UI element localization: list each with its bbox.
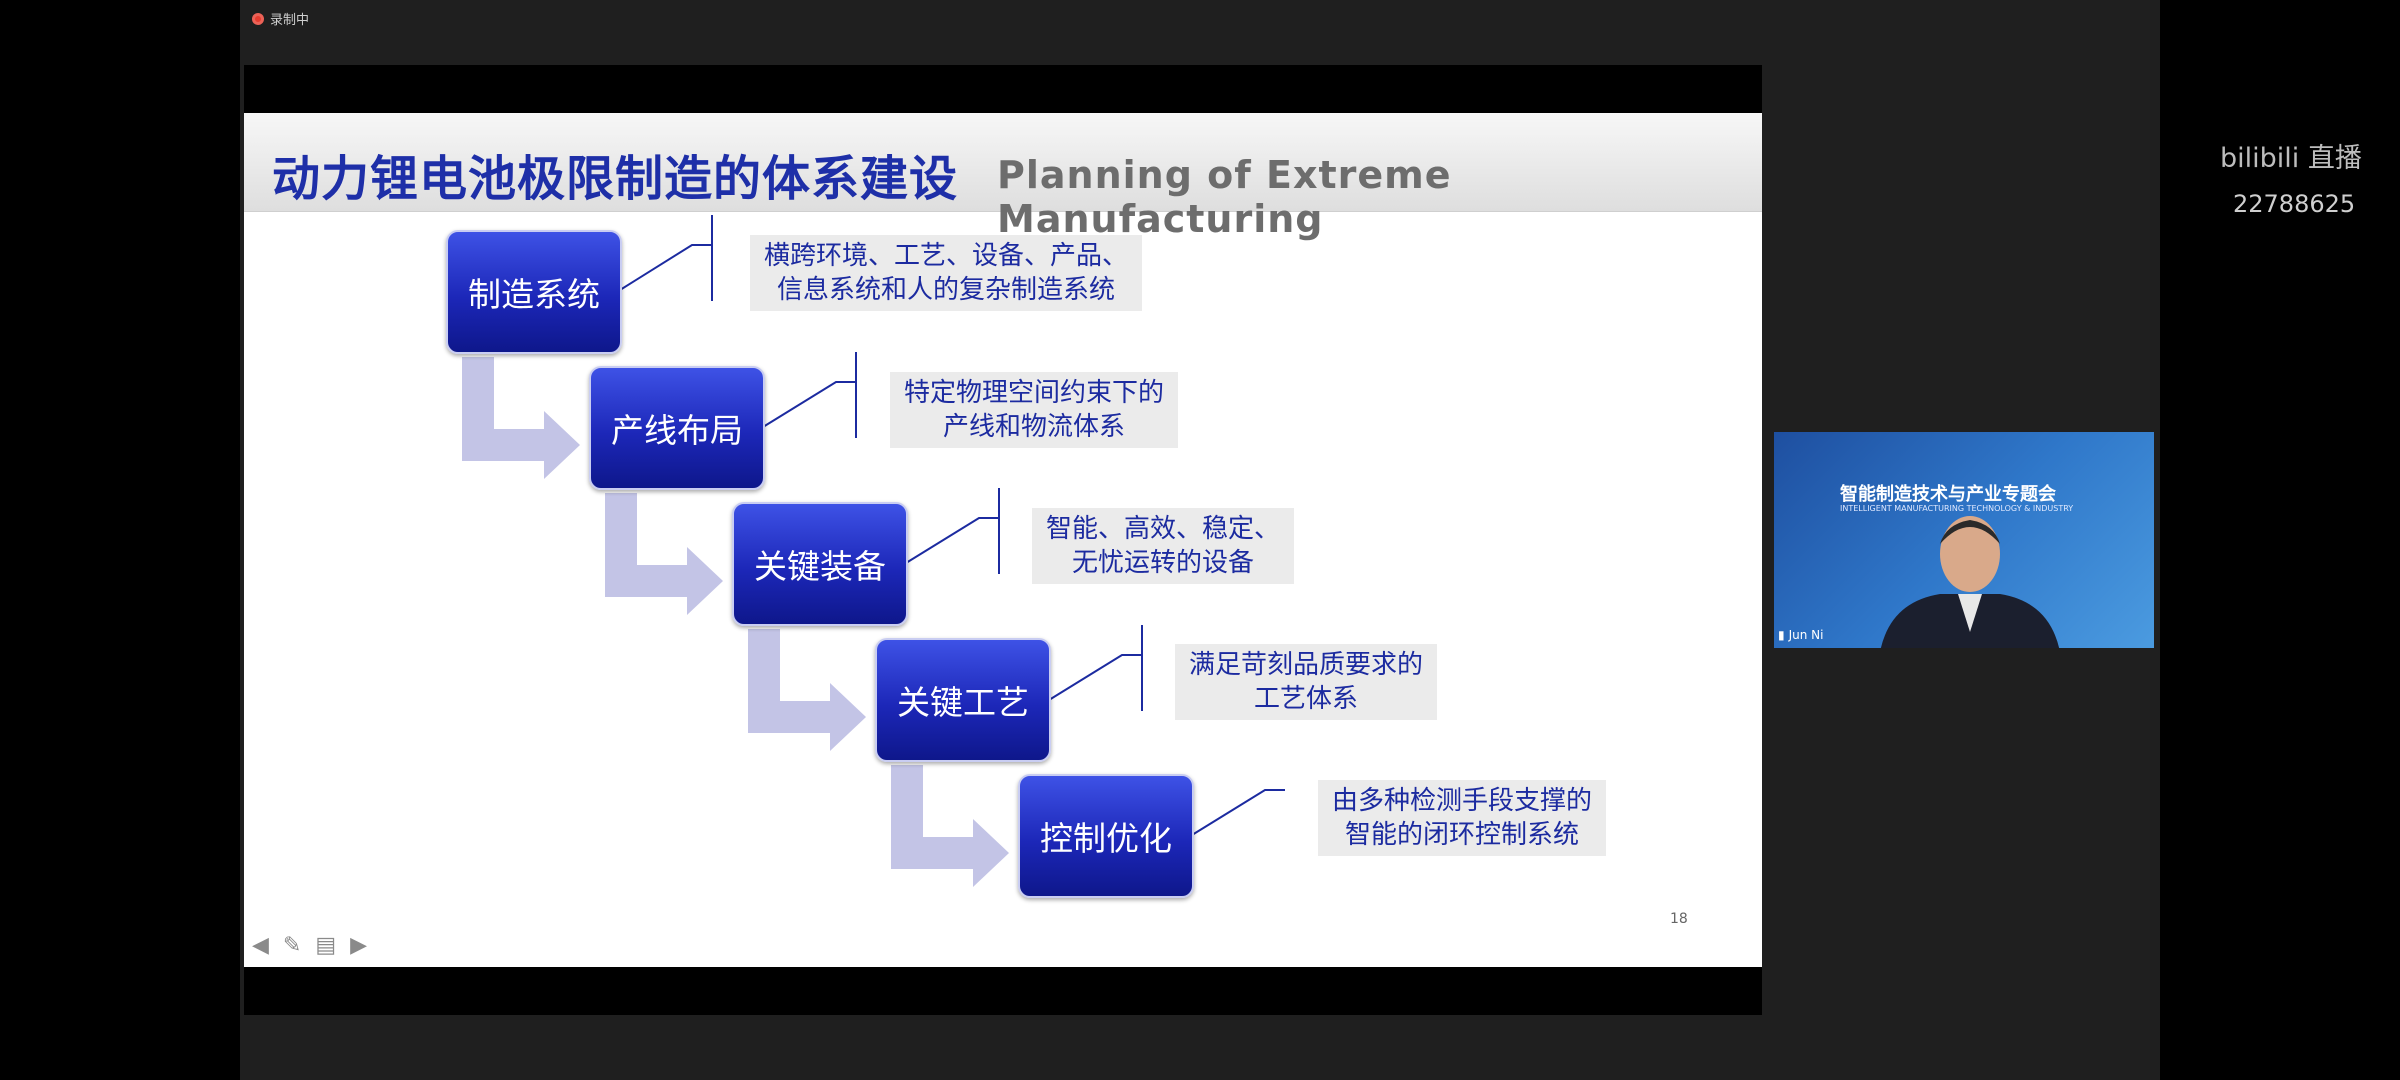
bilibili-watermark: bilibili 直播 (2220, 143, 2362, 174)
recording-label: 录制中 (270, 13, 310, 28)
slide-title-english: Planning of Extreme Manufacturing (997, 153, 1452, 241)
step-description-3: 智能、高效、稳定、 无忧运转的设备 (1032, 508, 1295, 584)
desc-line: 产线和物流体系 (943, 412, 1126, 442)
desc-line: 智能、高效、稳定、 (1046, 514, 1281, 544)
arrow-3 (748, 629, 866, 751)
speaker-video-tile[interactable]: 智能制造技术与产业专题会 INTELLIGENT MANUFACTURING T… (1774, 432, 2154, 648)
recording-indicator: 录制中 (252, 9, 309, 28)
slide-page-number: 18 (1670, 911, 1688, 927)
pen-icon[interactable]: ✎ (282, 933, 302, 958)
step-box-line-layout: 产线布局 (589, 366, 765, 490)
leader-2 (762, 352, 857, 438)
desc-line: 特定物理空间约束下的 (904, 378, 1165, 408)
slide-menu-icon[interactable]: ▤ (315, 933, 337, 958)
step-box-control-optimization: 控制优化 (1018, 774, 1194, 898)
step-description-1: 横跨环境、工艺、设备、产品、 信息系统和人的复杂制造系统 (750, 235, 1143, 311)
flow-connectors (462, 215, 1285, 887)
leader-3 (905, 488, 1000, 574)
slide-title-chinese: 动力锂电池极限制造的体系建设 (272, 151, 959, 207)
speaker-silhouette (1880, 516, 2060, 648)
slide: 动力锂电池极限制造的体系建设 Planning of Extreme Manuf… (244, 113, 1762, 967)
leader-1 (619, 215, 713, 301)
live-room-id: 22788625 (2233, 190, 2356, 218)
next-slide-icon[interactable]: ▶ (350, 933, 368, 958)
desc-line: 智能的闭环控制系统 (1345, 820, 1580, 850)
conference-title: 智能制造技术与产业专题会 (1840, 484, 2056, 505)
arrow-1 (462, 357, 580, 479)
arrow-2 (605, 493, 723, 615)
step-description-4: 满足苛刻品质要求的 工艺体系 (1175, 644, 1438, 720)
step-box-key-equipment: 关键装备 (732, 502, 908, 626)
step-description-2: 特定物理空间约束下的 产线和物流体系 (890, 372, 1179, 448)
step-box-manufacturing-system: 制造系统 (446, 230, 622, 354)
leader-lines (619, 215, 1285, 836)
desc-line: 工艺体系 (1254, 684, 1359, 714)
slide-nav-toolbar: ◀ ✎ ▤ ▶ (252, 933, 367, 958)
speaker-name: Jun Ni (1788, 628, 1824, 642)
previous-slide-icon[interactable]: ◀ (252, 933, 269, 958)
step-description-5: 由多种检测手段支撑的 智能的闭环控制系统 (1318, 780, 1607, 856)
desc-line: 信息系统和人的复杂制造系统 (777, 275, 1116, 305)
screen-share-area: 录制中 动力锂电池极限制造的体系建设 Planning of Extreme M… (240, 0, 2160, 1080)
slide-frame: 动力锂电池极限制造的体系建设 Planning of Extreme Manuf… (244, 65, 1762, 1015)
record-icon (252, 12, 264, 25)
conference-subtitle: INTELLIGENT MANUFACTURING TECHNOLOGY & I… (1840, 504, 2074, 513)
desc-line: 无忧运转的设备 (1072, 548, 1255, 578)
slide-title-bar: 动力锂电池极限制造的体系建设 Planning of Extreme Manuf… (244, 113, 1762, 241)
step-arrows (462, 357, 1009, 887)
leader-4 (1048, 625, 1143, 711)
desc-line: 由多种检测手段支撑的 (1332, 786, 1593, 816)
signal-icon: ▮ (1778, 628, 1785, 642)
leader-5 (1191, 789, 1285, 836)
desc-line: 横跨环境、工艺、设备、产品、 (764, 241, 1129, 271)
step-box-key-process: 关键工艺 (875, 638, 1051, 762)
arrow-4 (891, 765, 1009, 887)
desc-line: 满足苛刻品质要求的 (1189, 650, 1424, 680)
speaker-name-tag: ▮ Jun Ni (1778, 628, 1823, 642)
